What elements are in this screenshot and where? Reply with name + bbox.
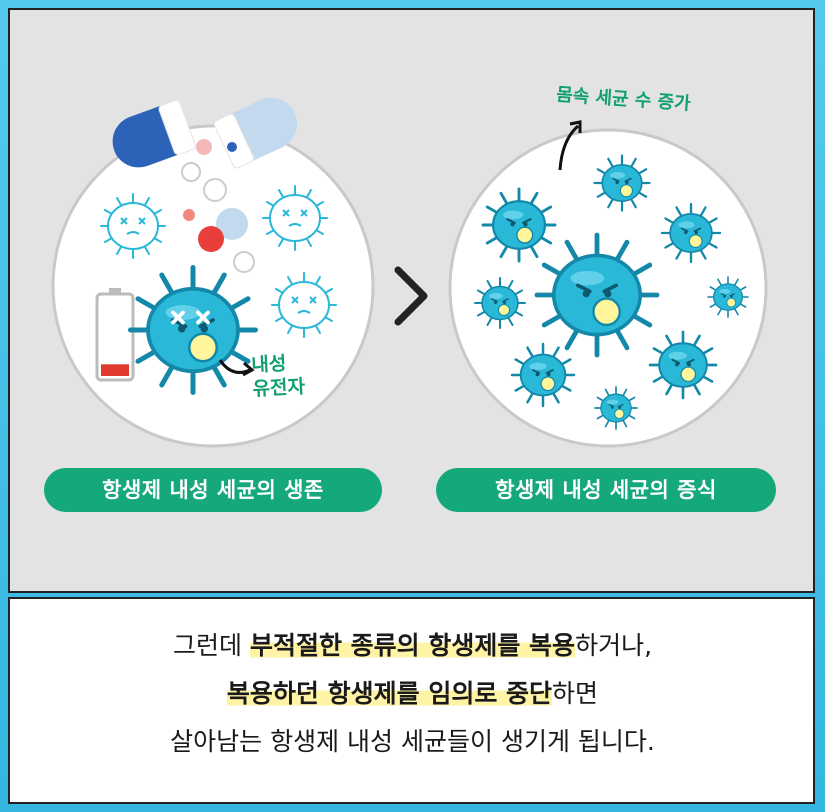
caption-1b-highlight: 부적절한 종류의 항생제를 복용 (249, 631, 576, 660)
proliferation-label: 항생제 내성 세균의 증식 (436, 468, 776, 512)
caption-line-3: 살아남는 항생제 내성 세균들이 생기게 됩니다. (170, 727, 655, 756)
chevron-right-icon (394, 266, 428, 326)
resistance-gene-label: 내성 유전자 (251, 351, 306, 402)
gene-label-line2: 유전자 (252, 375, 306, 401)
caption-line-1: 그런데 부적절한 종류의 항생제를 복용하거나, (0, 622, 825, 670)
arrow-icon (558, 124, 580, 171)
caption-1a: 그런데 (172, 631, 250, 660)
capsule-icon (112, 97, 298, 169)
resistant-bacteria-icon (131, 268, 256, 393)
caption-2a-highlight: 복용하던 항생제를 임의로 중단 (226, 679, 553, 708)
battery-icon (95, 288, 135, 382)
caption-1c: 하거나, (575, 631, 653, 660)
caption-text: 그런데 부적절한 종류의 항생제를 복용하거나, 복용하던 항생제를 임의로 중… (0, 622, 825, 766)
medicine-particles (181, 139, 255, 273)
left-petri-circle (51, 124, 375, 448)
illustration-canvas (51, 97, 768, 448)
gene-label-line1: 내성 (250, 352, 287, 377)
caption-line-2: 복용하던 항생제를 임의로 중단하면 (0, 670, 825, 718)
caption-2b: 하면 (552, 679, 599, 708)
survival-label: 항생제 내성 세균의 생존 (44, 468, 382, 512)
